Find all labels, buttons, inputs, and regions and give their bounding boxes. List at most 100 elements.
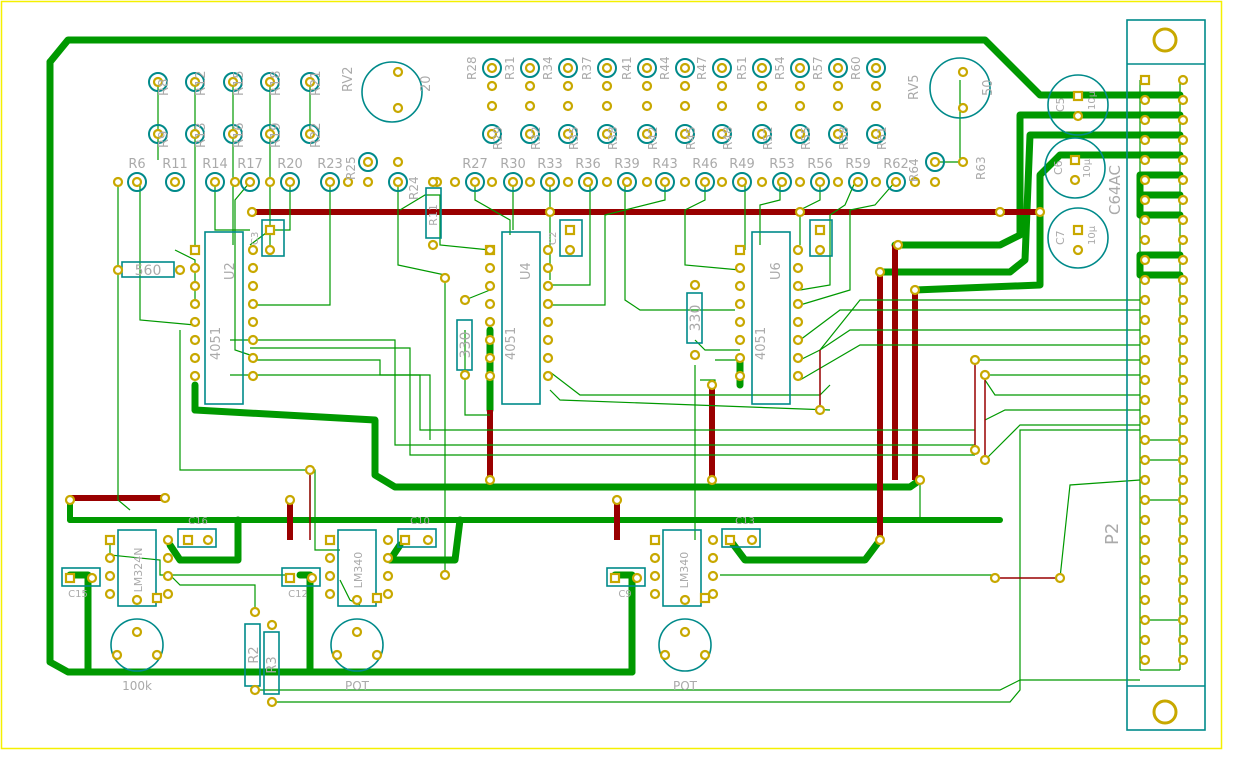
- u2-pin: [189, 370, 201, 382]
- u6-pin: [734, 316, 746, 328]
- u2-pin: [247, 280, 259, 292]
- rv5-value: 50: [981, 79, 996, 96]
- resistor-pad-ring: [790, 124, 810, 144]
- resistor-label: R9: [157, 131, 172, 148]
- resistor-label: R23: [317, 157, 343, 172]
- resistor-pad-ring: [520, 58, 540, 78]
- resistor-label: R46: [692, 157, 718, 172]
- u4-pin: [542, 280, 554, 292]
- resistor-pad: [524, 128, 536, 140]
- resistor-pad: [756, 62, 768, 74]
- resistor-label: R57: [811, 56, 825, 80]
- u1-pin: [104, 570, 116, 582]
- resistor-pad-ring: [886, 172, 906, 192]
- rv5-body: [929, 57, 991, 119]
- connector-pin: [1139, 374, 1151, 386]
- connector-pin: [1139, 174, 1151, 186]
- resistor-pad: [716, 62, 728, 74]
- rv1-pin: [131, 626, 143, 638]
- resistor-pad: [870, 128, 882, 140]
- connector-pin: [1139, 214, 1151, 226]
- resistor-pad-ring: [558, 124, 578, 144]
- resistor-pad-ring: [597, 124, 617, 144]
- u3-pin: [351, 594, 363, 606]
- resistor-label: R31: [503, 56, 517, 80]
- resistor-pad: [679, 100, 691, 112]
- resistor-pad: [524, 100, 536, 112]
- c16-label: C16: [188, 516, 208, 527]
- resistor-pad: [324, 176, 336, 188]
- u4-pin: [484, 262, 496, 274]
- resistor-pad: [562, 128, 574, 140]
- u4-pin: [542, 370, 554, 382]
- resistor-label: R27: [462, 157, 488, 172]
- bottom-signal-tracks: [309, 350, 1060, 579]
- resistor-pad: [169, 176, 181, 188]
- r330b-label: 330: [688, 305, 704, 332]
- resistor-label: R21: [309, 70, 324, 96]
- c16-outline: [177, 528, 217, 548]
- u1-pin: [104, 552, 116, 564]
- resistor-label: R39: [614, 157, 640, 172]
- resistor-label: R62: [883, 157, 909, 172]
- mounting-hole-bottom: [1152, 699, 1178, 725]
- connector-pin: [1139, 634, 1151, 646]
- u6-pin: [792, 298, 804, 310]
- resistor-pad-ring: [148, 72, 168, 92]
- u4-pin: [542, 262, 554, 274]
- pads: [64, 58, 1189, 708]
- resistor-pad-ring: [675, 58, 695, 78]
- u6-pin: [792, 334, 804, 346]
- via: [304, 464, 316, 476]
- resistor-pad: [524, 176, 536, 188]
- via: [969, 444, 981, 456]
- u4-part-label: 4051: [504, 327, 519, 360]
- u3-pin: [382, 534, 394, 546]
- connector-pin: [1139, 354, 1151, 366]
- resistor-label: R8: [157, 79, 172, 96]
- resistor-pad: [716, 128, 728, 140]
- connector-pin: [1139, 434, 1151, 446]
- r330b-outline: [686, 292, 703, 344]
- u5-pin: [699, 592, 711, 604]
- c6-value: 10µ: [1082, 158, 1093, 178]
- resistor-pad-ring: [712, 124, 732, 144]
- resistor-pad: [756, 100, 768, 112]
- resistor-label: R59: [845, 157, 871, 172]
- c2-pad: [564, 224, 576, 236]
- resistor-pad-ring: [482, 124, 502, 144]
- resistor-label: R37: [580, 56, 594, 80]
- via: [814, 404, 826, 416]
- resistor-label: R49: [729, 157, 755, 172]
- resistor-label: R32: [529, 126, 543, 150]
- resistor-pad: [832, 128, 844, 140]
- resistor-pad: [469, 176, 481, 188]
- rv5-pad: [957, 102, 969, 114]
- c12-pad: [306, 572, 318, 584]
- u6-pin: [792, 262, 804, 274]
- resistor-pad: [794, 100, 806, 112]
- resistor-pad: [776, 176, 788, 188]
- u6-label: U6: [769, 262, 784, 280]
- connector-pin: [1177, 434, 1189, 446]
- resistor-pad: [870, 80, 882, 92]
- c8-pad: [814, 244, 826, 256]
- c9-pad: [631, 572, 643, 584]
- c3-pad: [264, 224, 276, 236]
- resistor-pad: [756, 80, 768, 92]
- connector-pin: [1139, 614, 1151, 626]
- resistor-pad: [794, 62, 806, 74]
- resistor-pad: [227, 128, 239, 140]
- u1-outline: [117, 529, 157, 607]
- resistor-label: R44: [658, 56, 672, 80]
- c15-pad: [86, 572, 98, 584]
- c5-body: [1047, 74, 1109, 136]
- resistor-pad: [342, 176, 354, 188]
- resistor-pad-ring: [127, 172, 147, 192]
- r3-label: R3: [265, 656, 280, 673]
- via: [284, 494, 296, 506]
- u4-pin: [484, 334, 496, 346]
- c6-label: C6: [1052, 160, 1065, 175]
- r2-label: R2: [247, 646, 262, 663]
- resistor-pad: [544, 176, 556, 188]
